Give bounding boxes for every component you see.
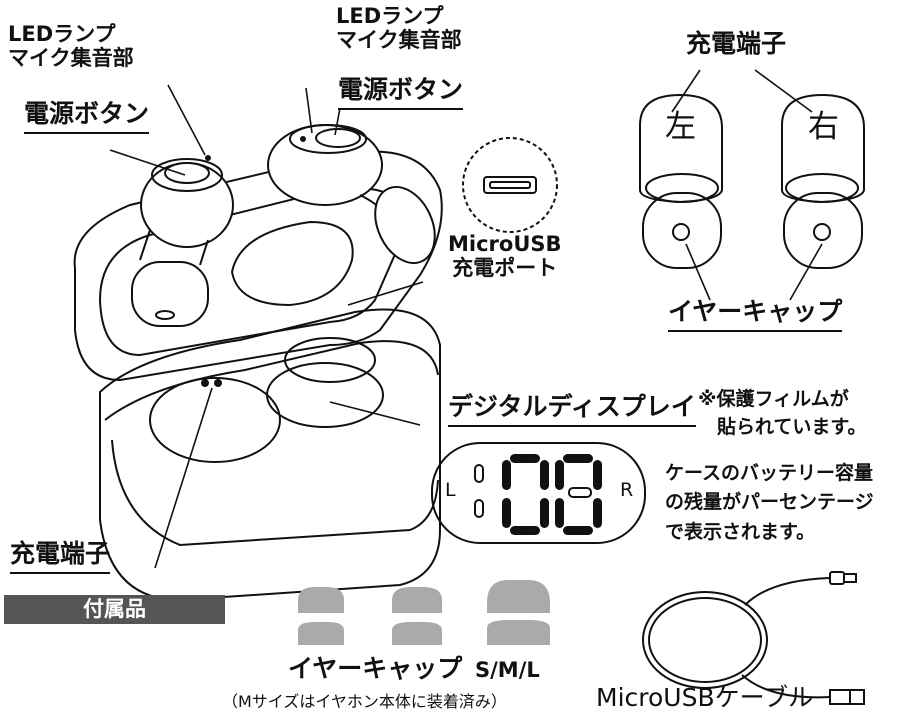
digit-2-seg-f (555, 460, 564, 490)
leader-lines (109, 69, 823, 569)
earbud-left (131, 155, 234, 327)
earbud-right (267, 124, 436, 265)
label-cable: MicroUSBケーブル (596, 683, 814, 712)
label-sizes: S/M/L (475, 658, 540, 682)
label-battery-note: ケースのバッテリー容量 の残量がパーセンテージ で表示されます。 (665, 462, 874, 543)
label-power-right: 電源ボタン (338, 75, 464, 110)
digit-2-seg-a (563, 454, 593, 463)
label-ear-cap-top: イヤーキャップ (668, 297, 843, 332)
label-power-left: 電源ボタン (24, 99, 150, 134)
digit-1-seg-c (540, 498, 549, 528)
label-led-mic-right: LEDランプ マイク集音部 (336, 4, 462, 52)
label-led-mic-right-text: LEDランプ マイク集音部 (336, 4, 462, 53)
digital-display (431, 442, 646, 544)
display-digits (502, 454, 602, 535)
label-left-char: 左 (665, 109, 696, 145)
microusb-port (462, 137, 558, 233)
accessories-badge: 付属品 (4, 595, 225, 624)
digit-2-seg-d (563, 526, 593, 535)
charging-case (99, 308, 441, 602)
display-label-r: R (620, 479, 634, 501)
digit-1-seg-d (510, 526, 540, 535)
digit-1-seg-b (540, 460, 549, 490)
label-charge-terminal-top: 充電端子 (686, 29, 787, 58)
label-ear-cap-bottom: イヤーキャップ (288, 654, 463, 683)
earbud-detail-right (781, 93, 865, 269)
digit-1-seg-a (510, 454, 540, 463)
label-led-mic-left-text: LEDランプ マイク集音部 (8, 22, 134, 71)
microusb-cable (642, 571, 865, 705)
label-size-note: （Mサイズはイヤホン本体に装着済み） (222, 692, 507, 711)
label-usb-port: MicroUSB 充電ポート (448, 232, 562, 281)
digit-2-seg-e (555, 498, 564, 528)
case-lid (73, 150, 443, 382)
digit-1-seg-e (502, 498, 511, 528)
digit-2-seg-c (593, 498, 602, 528)
earbud-detail-left (639, 93, 723, 269)
label-charge-terminal-bottom: 充電端子 (10, 539, 111, 574)
ear-cap-set (298, 580, 550, 645)
label-led-mic-left: LEDランプ マイク集音部 (8, 22, 134, 70)
label-film-note: ※保護フィルムが 貼られています。 (698, 388, 867, 438)
label-display: デジタルディスプレイ (448, 392, 696, 427)
digit-1-seg-f (502, 460, 511, 490)
display-label-l: L (445, 479, 456, 501)
label-right-char: 右 (808, 109, 839, 145)
digit-2-seg-b (593, 460, 602, 490)
